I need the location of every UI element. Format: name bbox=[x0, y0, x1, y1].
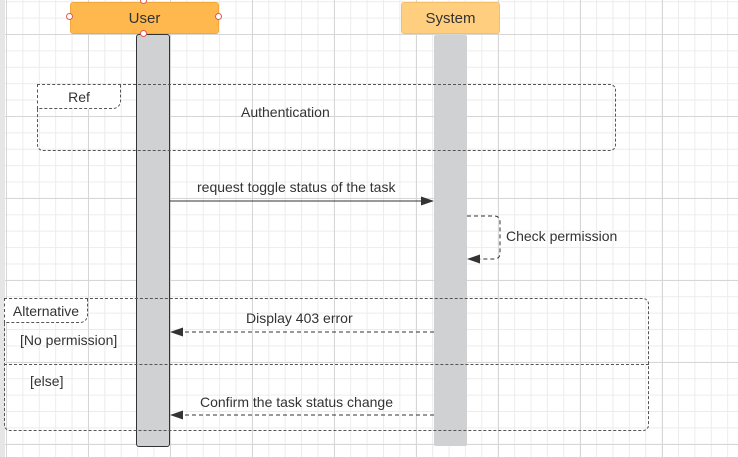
ref-frame-label: Authentication bbox=[241, 104, 330, 120]
ref-frame-tag-label: Ref bbox=[68, 88, 90, 105]
ref-frame[interactable] bbox=[37, 84, 616, 151]
selection-handle-right[interactable] bbox=[215, 13, 222, 20]
guard-else: [else] bbox=[30, 373, 64, 389]
request-message-label: request toggle status of the task bbox=[197, 179, 396, 195]
selection-handle-top[interactable] bbox=[140, 0, 147, 4]
error-reply-arrow[interactable] bbox=[170, 327, 434, 337]
user-participant-label: User bbox=[128, 9, 161, 27]
self-check-arrow[interactable] bbox=[467, 215, 501, 264]
system-lifeline[interactable] bbox=[434, 35, 467, 446]
user-lifeline[interactable] bbox=[136, 34, 170, 447]
request-message-arrow[interactable] bbox=[170, 196, 434, 206]
canvas-left-edge bbox=[0, 0, 5, 457]
alternative-frame-divider bbox=[4, 364, 649, 365]
alternative-frame-tag: Alternative bbox=[4, 298, 88, 323]
guard-no-permission: [No permission] bbox=[20, 332, 118, 348]
selection-handle-left[interactable] bbox=[66, 13, 73, 20]
system-participant[interactable]: System bbox=[401, 2, 500, 34]
selection-handle-bottom[interactable] bbox=[140, 30, 147, 37]
alternative-frame-tag-label: Alternative bbox=[12, 302, 80, 319]
system-participant-label: System bbox=[425, 9, 476, 27]
ref-frame-tag: Ref bbox=[37, 84, 121, 109]
confirm-reply-label: Confirm the task status change bbox=[200, 394, 393, 410]
error-reply-label: Display 403 error bbox=[246, 310, 353, 326]
self-check-label: Check permission bbox=[506, 228, 618, 244]
confirm-reply-arrow[interactable] bbox=[170, 410, 434, 420]
